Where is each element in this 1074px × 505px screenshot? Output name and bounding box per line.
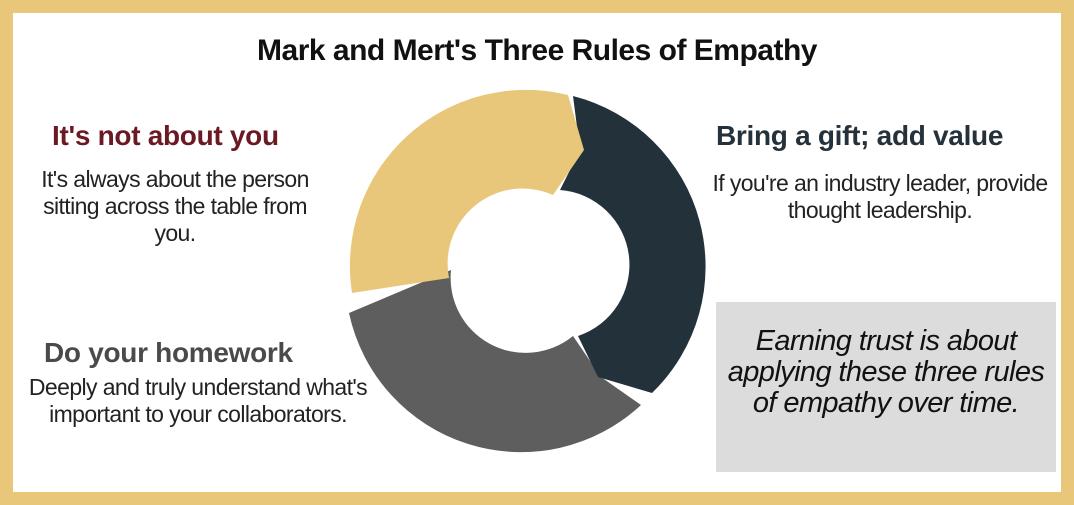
rule-body-homework: Deeply and truly understand what's impor… (28, 374, 368, 427)
rule-body-gift: If you're an industry leader, provide th… (712, 170, 1048, 223)
quote-box: Earning trust is about applying these th… (716, 302, 1056, 472)
rule-heading-not-about-you: It's not about you (52, 120, 279, 151)
cycle-segment-homework (349, 270, 641, 453)
page-title: Mark and Mert's Three Rules of Empathy (257, 34, 817, 67)
cycle-segment-gift (560, 96, 706, 393)
rule-heading-gift: Bring a gift; add value (716, 120, 1004, 151)
quote-text: Earning trust is about applying these th… (727, 325, 1045, 419)
cycle-segment-not-about-you (349, 89, 584, 293)
rule-heading-homework: Do your homework (44, 337, 293, 368)
rule-body-not-about-you: It's always about the person sitting acr… (41, 166, 309, 246)
